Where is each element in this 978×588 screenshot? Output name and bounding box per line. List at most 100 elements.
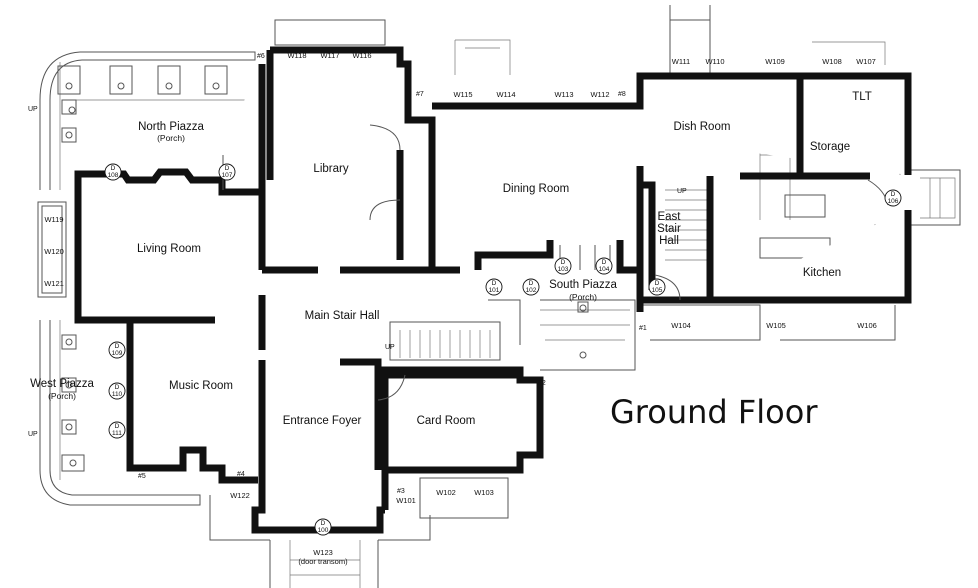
svg-text:104: 104 bbox=[599, 266, 610, 273]
window-w107: W107 bbox=[856, 57, 876, 66]
svg-text:D: D bbox=[115, 343, 120, 350]
svg-text:D: D bbox=[115, 423, 120, 430]
svg-text:100: 100 bbox=[318, 527, 329, 534]
window-w103: W103 bbox=[474, 488, 494, 497]
marker-3: #3 bbox=[397, 488, 405, 495]
up-label: UP bbox=[385, 344, 395, 351]
svg-text:D: D bbox=[225, 165, 230, 172]
card-room-label: Card Room bbox=[417, 415, 476, 427]
window-w120: W120 bbox=[44, 247, 64, 256]
svg-text:D: D bbox=[602, 259, 607, 266]
north-piazza-label: North Piazza bbox=[138, 121, 204, 133]
window-w112: W112 bbox=[590, 90, 609, 99]
svg-text:109: 109 bbox=[112, 350, 123, 357]
window-w118: W118 bbox=[287, 51, 306, 60]
svg-text:D: D bbox=[111, 165, 116, 172]
north-piazza-sub: (Porch) bbox=[157, 133, 185, 143]
east-stair-hall-label-2: Stair bbox=[657, 223, 681, 235]
window-w108: W108 bbox=[822, 57, 842, 66]
marker-4: #4 bbox=[237, 471, 245, 478]
svg-text:106: 106 bbox=[888, 198, 899, 205]
library-label: Library bbox=[313, 163, 348, 175]
east-stair-hall-label-1: East bbox=[657, 211, 681, 223]
up-label: UP bbox=[28, 431, 38, 438]
svg-text:D: D bbox=[492, 280, 497, 287]
svg-text:D: D bbox=[561, 259, 566, 266]
svg-text:102: 102 bbox=[526, 287, 537, 294]
window-w109: W109 bbox=[765, 57, 785, 66]
dining-room-label: Dining Room bbox=[503, 183, 569, 195]
page-title: Ground Floor bbox=[610, 393, 818, 431]
window-w114: W114 bbox=[496, 90, 515, 99]
main-stair-hall-label: Main Stair Hall bbox=[305, 310, 380, 322]
east-stair-hall-label-3: Hall bbox=[659, 235, 679, 247]
svg-text:101: 101 bbox=[489, 287, 500, 294]
svg-text:D: D bbox=[891, 191, 896, 198]
south-piazza-sub: (Porch) bbox=[569, 292, 597, 302]
window-w122: W122 bbox=[230, 491, 250, 500]
porch-outlines bbox=[37, 5, 961, 588]
window-w104: W104 bbox=[671, 321, 691, 330]
svg-text:111: 111 bbox=[112, 430, 122, 437]
marker-5: #5 bbox=[138, 473, 146, 480]
window-w105: W105 bbox=[766, 321, 786, 330]
marker-7: #7 bbox=[416, 91, 424, 98]
music-room-label: Music Room bbox=[169, 380, 233, 392]
window-w113: W113 bbox=[554, 90, 573, 99]
svg-text:D: D bbox=[321, 520, 326, 527]
dish-room-label: Dish Room bbox=[674, 121, 731, 133]
svg-text:D: D bbox=[529, 280, 534, 287]
marker-labels: #1 #2 #3 #4 #5 #6 #7 #8 bbox=[138, 53, 647, 495]
room-labels: North Piazza (Porch) Library Dining Room… bbox=[30, 91, 872, 427]
walls bbox=[74, 46, 912, 534]
svg-text:108: 108 bbox=[108, 172, 119, 179]
storage-label: Storage bbox=[810, 141, 850, 153]
window-w119: W119 bbox=[44, 215, 63, 224]
west-piazza-label: West Piazza bbox=[30, 378, 94, 390]
window-w102: W102 bbox=[436, 488, 456, 497]
svg-text:103: 103 bbox=[558, 266, 569, 273]
svg-text:D: D bbox=[115, 384, 120, 391]
marker-8: #8 bbox=[618, 91, 626, 98]
tlt-label: TLT bbox=[852, 91, 872, 103]
marker-1: #1 bbox=[639, 325, 647, 332]
svg-text:107: 107 bbox=[222, 172, 233, 179]
south-piazza-label: South Piazza bbox=[549, 279, 617, 291]
window-w115: W115 bbox=[453, 90, 472, 99]
up-label: UP bbox=[677, 188, 687, 195]
kitchen-label: Kitchen bbox=[803, 267, 841, 279]
up-label: UP bbox=[28, 106, 38, 113]
west-piazza-sub: (Porch) bbox=[48, 391, 76, 401]
window-w117: W117 bbox=[320, 51, 339, 60]
svg-text:105: 105 bbox=[652, 287, 663, 294]
window-w121: W121 bbox=[44, 279, 64, 288]
window-w116: W116 bbox=[352, 51, 371, 60]
entrance-foyer-label: Entrance Foyer bbox=[283, 415, 362, 427]
marker-6: #6 bbox=[257, 53, 265, 60]
window-w123: W123 bbox=[313, 548, 333, 557]
window-w111: W111 bbox=[672, 57, 690, 66]
window-labels: W118 W117 W116 W115 W114 W113 W112 W111 … bbox=[44, 51, 877, 566]
window-w110: W110 bbox=[705, 57, 724, 66]
window-w106: W106 bbox=[857, 321, 877, 330]
living-room-label: Living Room bbox=[137, 243, 201, 255]
svg-text:D: D bbox=[655, 280, 660, 287]
up-labels: UP UP UP UP bbox=[28, 106, 687, 438]
svg-text:110: 110 bbox=[112, 391, 123, 398]
marker-2: #2 bbox=[538, 380, 546, 387]
window-w123-sub: (door transom) bbox=[298, 557, 348, 566]
